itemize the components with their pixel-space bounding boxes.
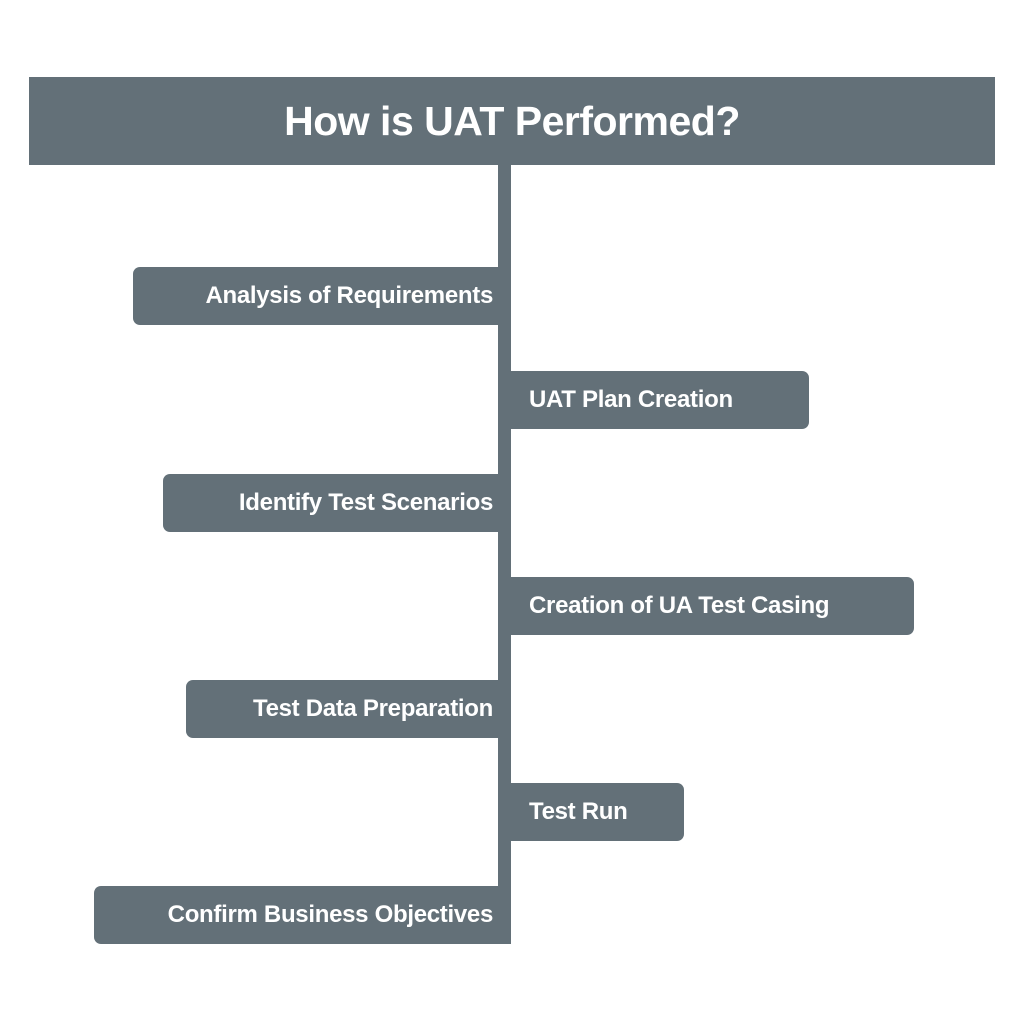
timeline-spine: [498, 163, 511, 944]
step-identify-test-scenarios: Identify Test Scenarios: [163, 474, 511, 532]
step-test-run: Test Run: [498, 783, 684, 841]
step-label: Test Data Preparation: [253, 695, 493, 722]
step-label: Creation of UA Test Casing: [529, 592, 830, 619]
step-test-data-preparation: Test Data Preparation: [186, 680, 511, 738]
step-label: Analysis of Requirements: [205, 282, 493, 309]
step-label: Identify Test Scenarios: [238, 489, 493, 516]
step-label: Test Run: [529, 798, 628, 825]
step-label: Confirm Business Objectives: [167, 901, 494, 928]
title-banner: How is UAT Performed?: [29, 77, 995, 165]
step-analysis-of-requirements: Analysis of Requirements: [133, 267, 511, 325]
page-title: How is UAT Performed?: [284, 97, 740, 144]
step-uat-plan-creation: UAT Plan Creation: [498, 371, 809, 429]
step-label: UAT Plan Creation: [529, 386, 733, 413]
step-confirm-business-objectives: Confirm Business Objectives: [94, 886, 511, 944]
step-creation-of-ua-test-casing: Creation of UA Test Casing: [498, 577, 914, 635]
